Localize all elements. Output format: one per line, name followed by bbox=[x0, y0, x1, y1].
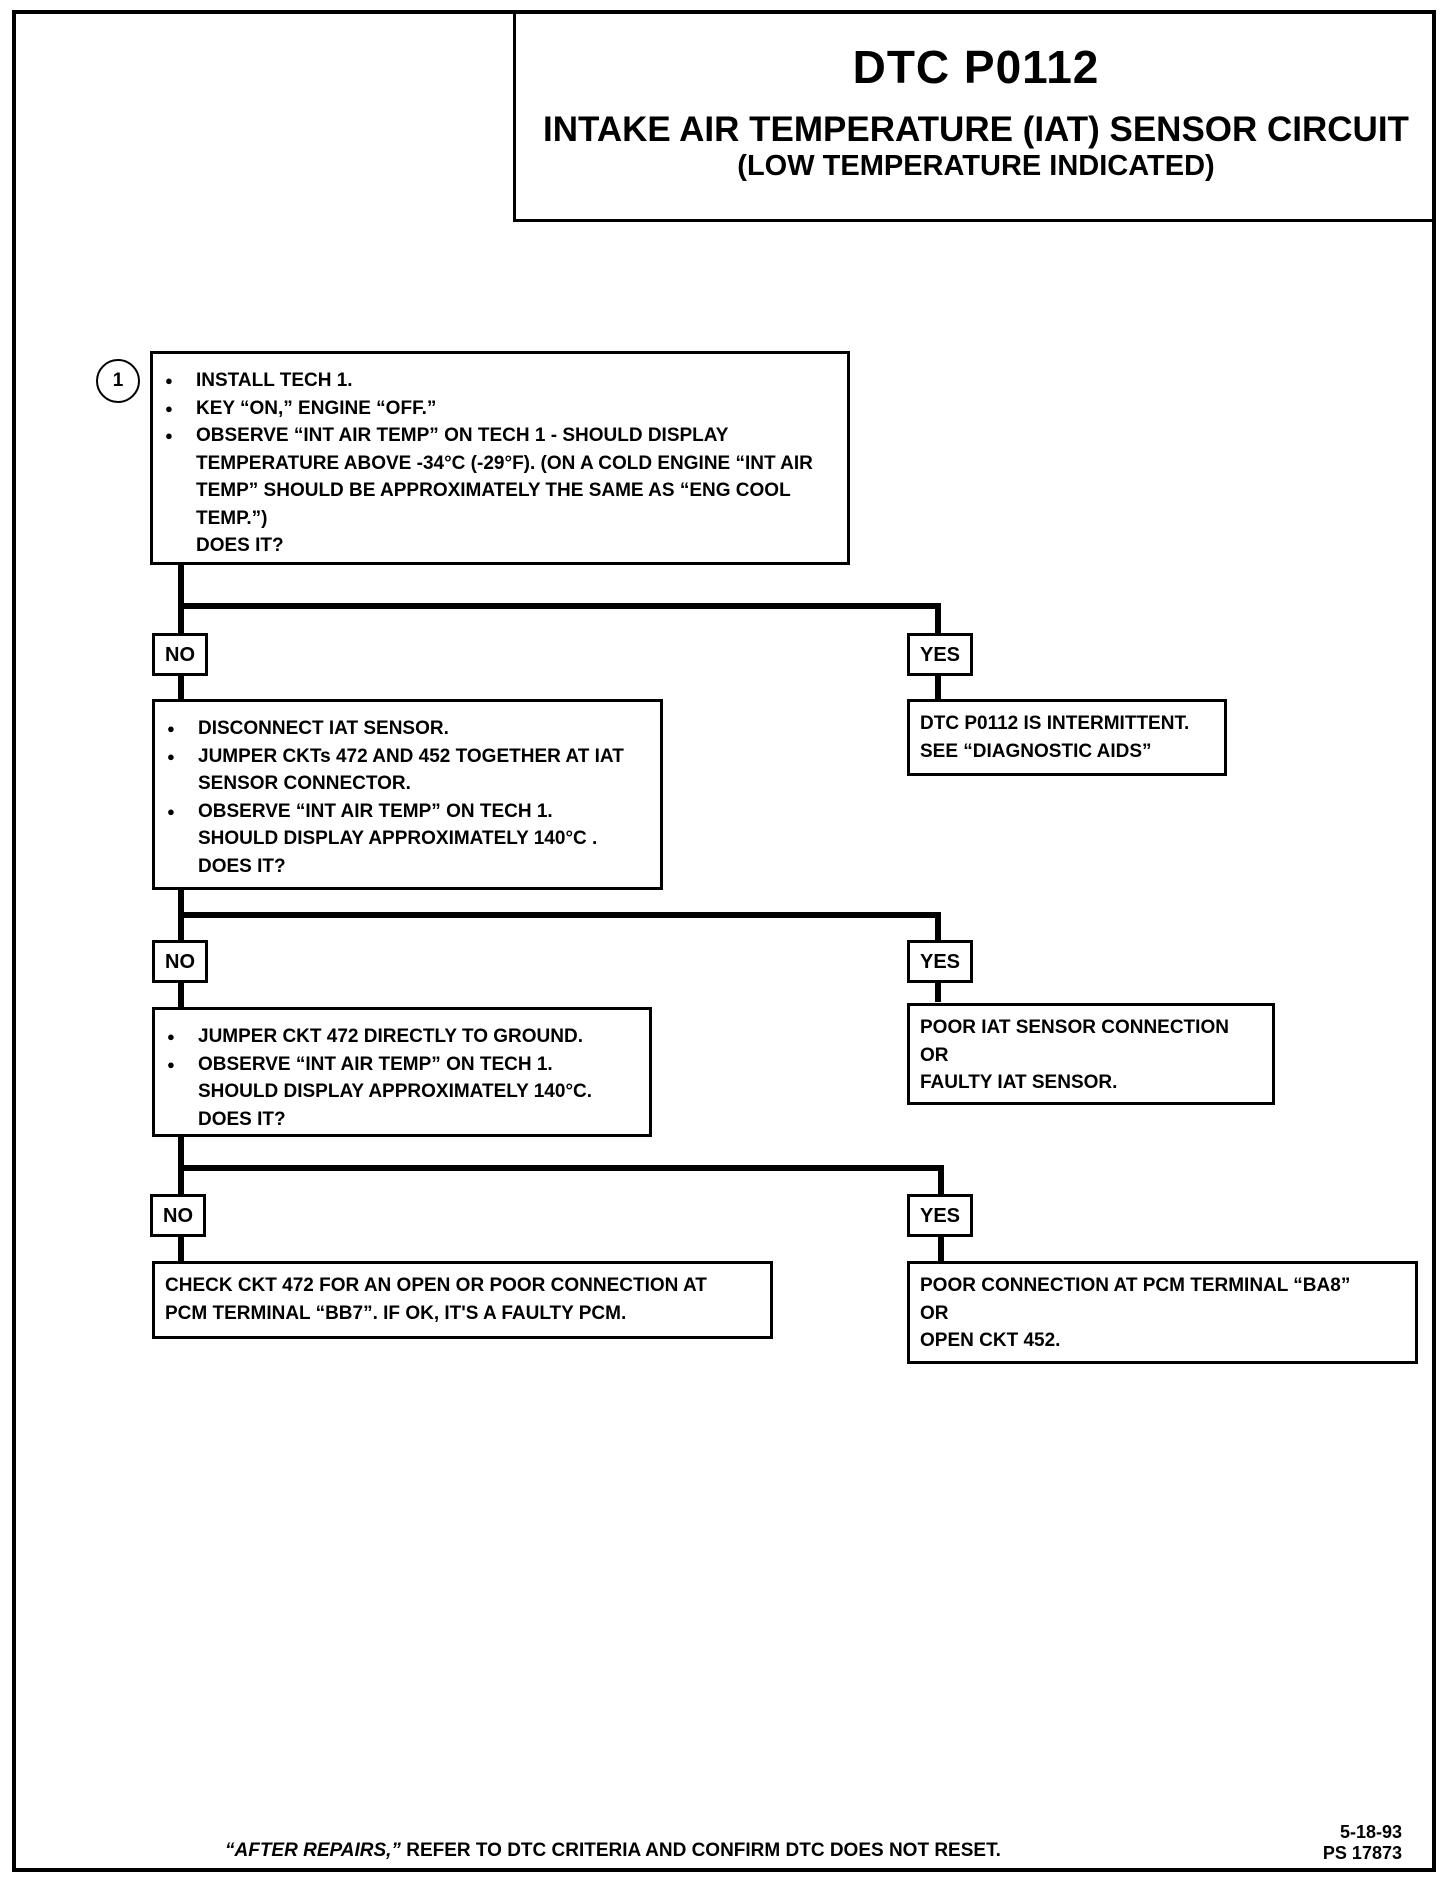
step-2-bullet: DISCONNECT IAT SENSOR. bbox=[155, 715, 660, 743]
result-line: FAULTY IAT SENSOR. bbox=[920, 1072, 1118, 1093]
connector-line bbox=[178, 1165, 944, 1171]
yes-label: YES bbox=[907, 940, 973, 983]
yes-1-result-box: DTC P0112 IS INTERMITTENT. SEE “DIAGNOST… bbox=[907, 699, 1227, 776]
dtc-subtitle: (LOW TEMPERATURE INDICATED) bbox=[737, 150, 1215, 182]
step-1-bullet: OBSERVE “INT AIR TEMP” ON TECH 1 - SHOUL… bbox=[153, 422, 847, 532]
result-line: POOR IAT SENSOR CONNECTION bbox=[920, 1017, 1229, 1038]
connector-line bbox=[178, 673, 184, 703]
footer-note: “AFTER REPAIRS,” REFER TO DTC CRITERIA A… bbox=[225, 1840, 1001, 1862]
dtc-code: DTC P0112 bbox=[852, 41, 1100, 93]
yes-label: YES bbox=[907, 633, 973, 676]
result-text: CHECK CKT 472 FOR AN OPEN OR POOR CONNEC… bbox=[165, 1275, 707, 1324]
document-date: 5-18-93 bbox=[1339, 1822, 1402, 1842]
yes-2-result-box: POOR IAT SENSOR CONNECTION OR FAULTY IAT… bbox=[907, 1003, 1275, 1105]
step-2-bullet: JUMPER CKTs 472 AND 452 TOGETHER AT IAT … bbox=[155, 743, 660, 798]
connector-line bbox=[178, 980, 184, 1010]
result-line: POOR CONNECTION AT PCM TERMINAL “BA8” bbox=[920, 1275, 1351, 1296]
step-2-bullet: OBSERVE “INT AIR TEMP” ON TECH 1. SHOULD… bbox=[155, 798, 660, 853]
footer-note-text: REFER TO DTC CRITERIA AND CONFIRM DTC DO… bbox=[400, 1840, 1001, 1861]
connector-line bbox=[178, 563, 184, 635]
document-reference: 5-18-93 PS 17873 bbox=[1290, 1822, 1402, 1864]
result-line: OPEN CKT 452. bbox=[920, 1330, 1061, 1351]
document-ref-number: PS 17873 bbox=[1322, 1843, 1402, 1863]
page-frame bbox=[12, 10, 1436, 1872]
step-1-bullet: INSTALL TECH 1. bbox=[153, 367, 847, 395]
dtc-title: INTAKE AIR TEMPERATURE (IAT) SENSOR CIRC… bbox=[543, 110, 1409, 149]
step-2-question: DOES IT? bbox=[198, 855, 286, 877]
yes-3-result-box: POOR CONNECTION AT PCM TERMINAL “BA8” OR… bbox=[907, 1261, 1418, 1364]
title-block: DTC P0112 INTAKE AIR TEMPERATURE (IAT) S… bbox=[513, 10, 1436, 222]
no-label: NO bbox=[152, 633, 208, 676]
result-line: OR bbox=[920, 1302, 949, 1324]
yes-label: YES bbox=[907, 1194, 973, 1237]
step-1-box: INSTALL TECH 1. KEY “ON,” ENGINE “OFF.” … bbox=[150, 351, 850, 565]
step-3-bullet: OBSERVE “INT AIR TEMP” ON TECH 1. SHOULD… bbox=[155, 1051, 649, 1106]
connector-line bbox=[178, 1237, 184, 1263]
connector-line bbox=[178, 603, 941, 609]
connector-line bbox=[178, 912, 941, 918]
step-number-circle: 1 bbox=[96, 359, 140, 403]
footer-note-italic: “AFTER REPAIRS,” bbox=[225, 1840, 401, 1861]
no-label: NO bbox=[152, 940, 208, 983]
result-line: DTC P0112 IS INTERMITTENT. bbox=[920, 713, 1190, 734]
result-line: OR bbox=[920, 1044, 949, 1066]
step-3-question: DOES IT? bbox=[198, 1108, 286, 1130]
no-3-result-box: CHECK CKT 472 FOR AN OPEN OR POOR CONNEC… bbox=[152, 1261, 773, 1339]
no-label: NO bbox=[150, 1194, 206, 1237]
step-3-box: JUMPER CKT 472 DIRECTLY TO GROUND. OBSER… bbox=[152, 1007, 652, 1137]
result-line: SEE “DIAGNOSTIC AIDS” bbox=[920, 740, 1152, 762]
step-3-bullet: JUMPER CKT 472 DIRECTLY TO GROUND. bbox=[155, 1023, 649, 1051]
connector-line bbox=[178, 1134, 184, 1194]
step-1-question: DOES IT? bbox=[196, 535, 284, 556]
step-2-box: DISCONNECT IAT SENSOR. JUMPER CKTs 472 A… bbox=[152, 699, 663, 890]
step-1-bullet: KEY “ON,” ENGINE “OFF.” bbox=[153, 395, 847, 423]
